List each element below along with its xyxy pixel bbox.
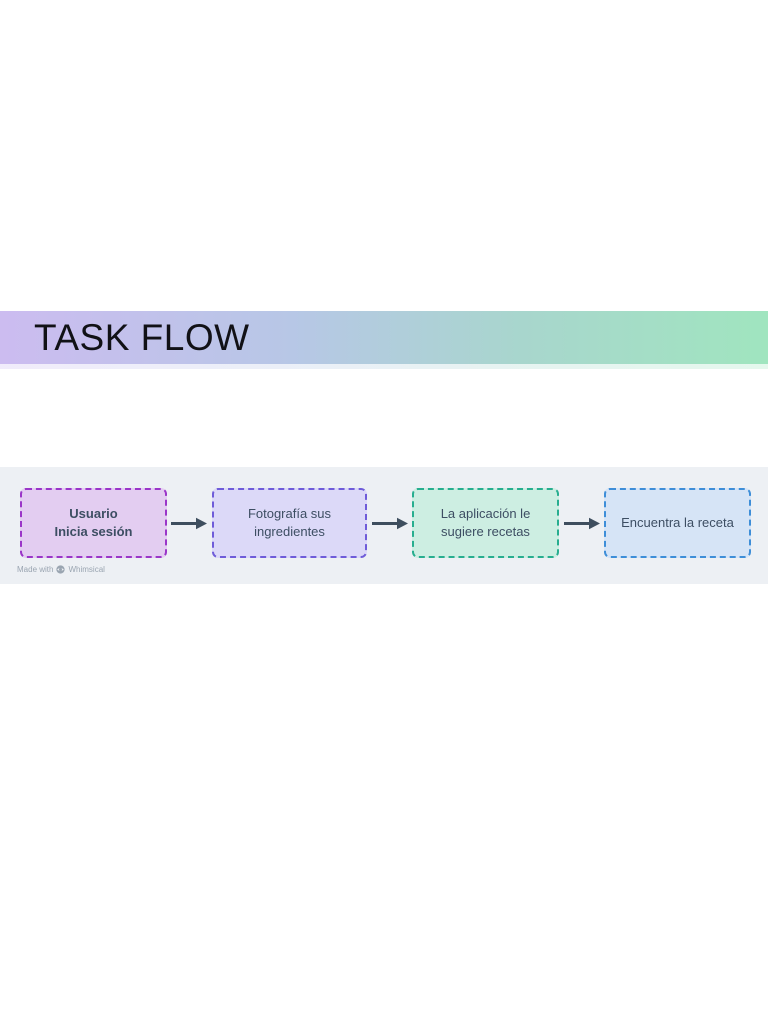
banner-soft-edge	[0, 364, 768, 369]
flow-node-label: La aplicación le sugiere recetas	[440, 505, 531, 539]
whimsical-logo-icon	[56, 565, 66, 574]
flow-arrow-icon	[372, 517, 408, 530]
flow-node-label: Usuario Inicia sesión	[54, 505, 133, 539]
whimsical-watermark: Made with Whimsical	[17, 565, 105, 574]
title-banner: TASK FLOW	[0, 311, 768, 364]
flow-node-label: Fotografía sus ingredientes	[247, 505, 332, 539]
flow-node-usuario-inicia-sesion: Usuario Inicia sesión	[20, 488, 167, 558]
flow-arrow-icon	[564, 517, 600, 530]
watermark-brand: Whimsical	[68, 564, 105, 574]
flow-node-fotografia-ingredientes: Fotografía sus ingredientes	[212, 488, 367, 558]
flow-node-aplicacion-sugiere-recetas: La aplicación le sugiere recetas	[412, 488, 559, 558]
watermark-prefix: Made with	[17, 564, 54, 574]
flow-arrow-icon	[171, 517, 207, 530]
task-flow-diagram: Usuario Inicia sesión Fotografía sus ing…	[0, 467, 768, 584]
page-title: TASK FLOW	[34, 317, 250, 358]
flow-node-encuentra-la-receta: Encuentra la receta	[604, 488, 751, 558]
flow-node-label: Encuentra la receta	[621, 514, 734, 530]
